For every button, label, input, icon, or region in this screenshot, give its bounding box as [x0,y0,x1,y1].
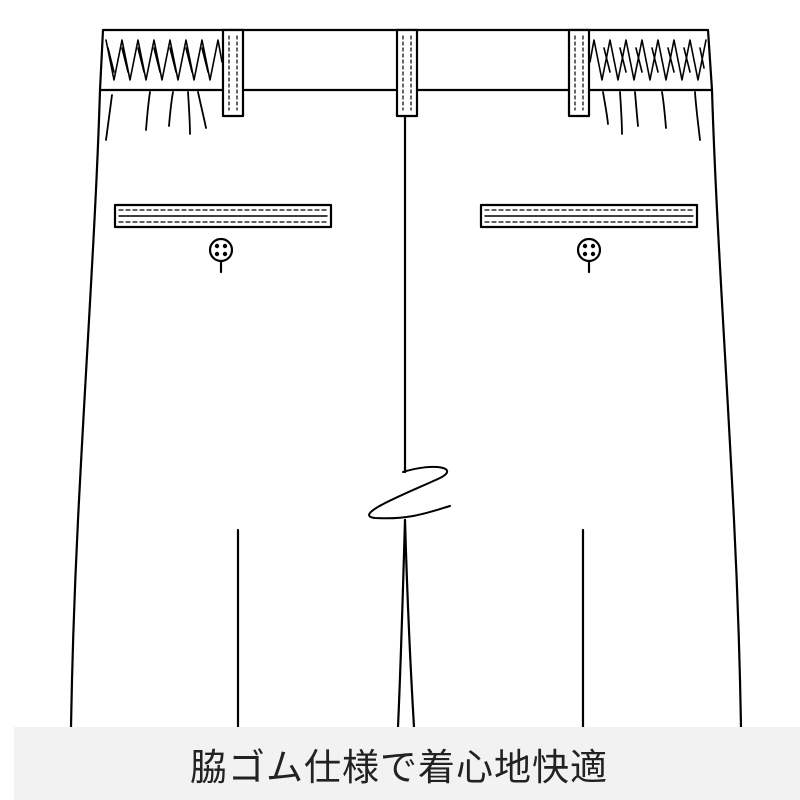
gather-creases-left [105,91,207,141]
back-pocket-right [479,203,699,229]
button-left [208,237,234,274]
side-seams [69,88,743,729]
caption-bar: 脇ゴム仕様で着心地快適 [14,727,800,800]
back-pocket-left [113,203,333,229]
caption-text: 脇ゴム仕様で着心地快適 [190,745,608,789]
leg-creases [236,528,585,729]
gather-creases-right [602,91,701,141]
belt-loops [221,28,591,118]
belt-loop-left [221,28,245,118]
button-right [576,237,602,274]
belt-loop-right [567,28,591,118]
elastic-gather-right [589,39,707,81]
center-back-seam [368,114,451,729]
belt-loop-center [395,28,419,118]
elastic-gather-left [105,39,223,81]
